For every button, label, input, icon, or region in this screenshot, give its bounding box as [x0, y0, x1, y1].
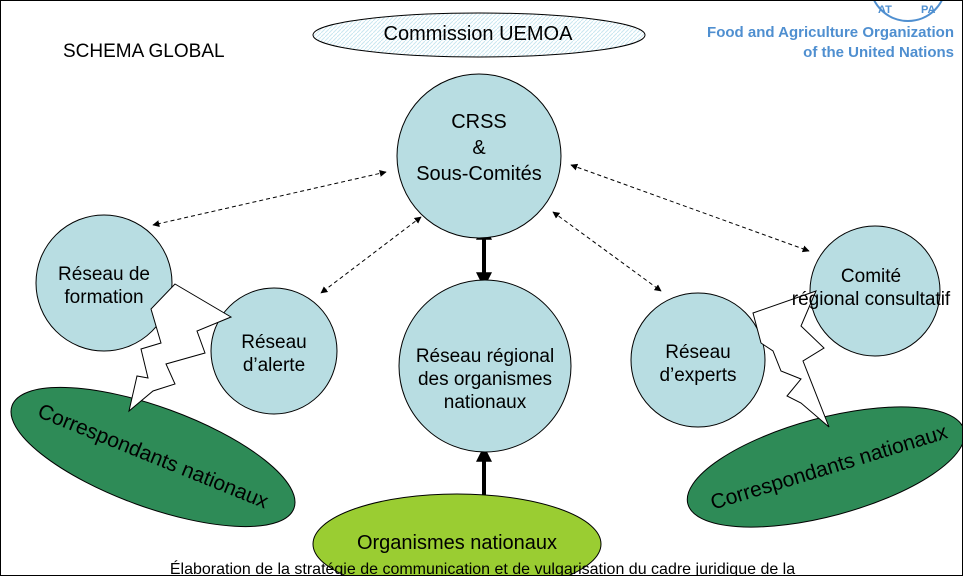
reseau-alerte-line1: Réseau: [241, 332, 307, 353]
reseau-experts-circle: [630, 292, 766, 428]
comite-label: Comité régional consultatif: [777, 265, 962, 311]
commission-label: Commission UEMOA: [383, 23, 573, 45]
crss-label: CRSS & Sous-Comités: [397, 109, 561, 187]
crss-line1: CRSS: [451, 111, 507, 133]
lightning-arrow-formation: [128, 283, 233, 413]
reseau-experts-label: Réseau d’experts: [631, 341, 765, 387]
svg-text:AT: AT: [878, 4, 892, 16]
reseau-formation-line1: Réseau de: [58, 264, 150, 285]
reseau-alerte-circle: [210, 287, 338, 415]
reseau-alerte-label: Réseau d’alerte: [214, 331, 334, 377]
reseau-formation-circle: [35, 214, 173, 352]
arrow-crss-comite: [570, 163, 810, 253]
correspondants-left-ellipse: [10, 386, 296, 528]
arrow-crss-formation: [152, 169, 387, 228]
lightning-arrow-experts: [752, 290, 830, 428]
reseau-formation-line2: formation: [64, 287, 144, 308]
crss-line2: &: [472, 137, 486, 159]
footer-caption: Élaboration de la stratégie de communica…: [169, 561, 796, 576]
reseau-alerte-line2: d’alerte: [242, 355, 306, 376]
crss-line3: Sous-Comités: [416, 163, 542, 185]
reseau-regional-circle: [398, 279, 572, 453]
reseau-regional-line1: Réseau régional: [415, 346, 555, 367]
commission-ellipse: [312, 12, 646, 58]
comite-circle: [809, 225, 941, 357]
fao-org-label: Food and Agriculture Organization of the…: [707, 23, 954, 63]
comite-line1: Comité: [840, 266, 902, 287]
reseau-experts-line1: Réseau: [665, 342, 731, 363]
organismes-ellipse: [312, 493, 602, 575]
fao-org-line2: of the United Nations: [803, 44, 954, 61]
reseau-regional-line2: des organismes: [417, 369, 553, 390]
reseau-formation-label: Réseau de formation: [29, 263, 179, 309]
crss-circle: [396, 73, 562, 239]
organismes-label: Organismes nationaux: [356, 532, 558, 554]
reseau-regional-line3: nationaux: [443, 392, 527, 413]
comite-line2: régional consultatif: [791, 289, 951, 310]
schema-title: SCHEMA GLOBAL: [63, 41, 225, 62]
reseau-regional-label: Réseau régional des organismes nationaux: [385, 345, 585, 414]
reseau-experts-line2: d’experts: [659, 365, 737, 386]
fao-org-line1: Food and Agriculture Organization: [707, 24, 954, 41]
arrow-crss-experts: [552, 211, 662, 292]
fao-logo-icon: AT PA: [873, 1, 943, 22]
correspondants-right-ellipse: [686, 406, 962, 528]
arrow-crss-alerte: [320, 216, 422, 294]
svg-text:PA: PA: [921, 4, 936, 16]
